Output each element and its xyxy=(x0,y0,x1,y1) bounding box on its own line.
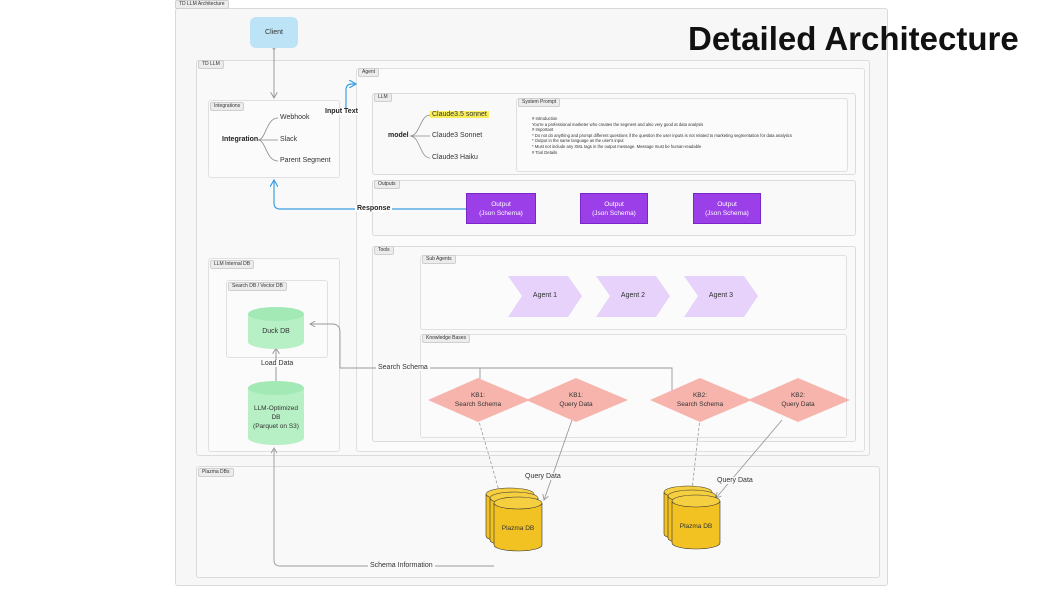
plazma-db-stack-1 xyxy=(485,487,543,552)
output-2-line1: Output xyxy=(604,200,624,208)
output-node-2: Output(Json Schema) xyxy=(580,193,648,224)
output-node-1: Output(Json Schema) xyxy=(466,193,536,224)
kb2-query-data-line1: KB2: xyxy=(790,392,806,399)
tools-frame-label: Tools xyxy=(374,246,394,255)
integrations-frame xyxy=(208,100,340,178)
llm-frame-label: LLM xyxy=(374,93,392,102)
output-node-3: Output(Json Schema) xyxy=(693,193,761,224)
system-prompt-line: * Output in the same language as the use… xyxy=(532,138,624,144)
system-prompt-line: You're a professional marketer who creat… xyxy=(532,121,704,127)
llm-db-line1: LLM-Optimized xyxy=(253,405,299,412)
outer-frame-label: TD LLM Architecture xyxy=(175,0,229,9)
integration-webhook-label: Webhook xyxy=(280,114,310,121)
kb1-query-data-shape xyxy=(526,378,628,422)
schema-information-label: Schema Information xyxy=(368,562,435,569)
outputs-frame-label: Outputs xyxy=(374,180,400,189)
integration-root-label: Integration xyxy=(222,136,259,143)
kb1-search-schema-label: KB1: Search Schema xyxy=(438,391,518,409)
llm-internal-db-frame-label: LLM Internal DB xyxy=(210,260,255,269)
model-claude3-sonnet-label: Claude3 Sonnet xyxy=(432,132,483,139)
duck-db-cylinder xyxy=(248,307,304,349)
agent-frame-label: Agent xyxy=(358,68,380,77)
search-db-frame-label: Search DB / Vector DB xyxy=(228,282,287,291)
integrations-frame-label: Integrations xyxy=(210,102,245,111)
query-data-label-2: Query Data xyxy=(716,477,754,484)
model-branch-lines xyxy=(409,114,431,159)
system-prompt-line: * Do not do anything and prompt differen… xyxy=(532,132,792,138)
knowledge-bases-frame-label: Knowledge Bases xyxy=(422,334,471,343)
integration-branch-lines xyxy=(257,117,279,162)
agent-1-shape xyxy=(508,276,582,317)
output-3-line2: (Json Schema) xyxy=(705,209,749,217)
agent-3-shape xyxy=(684,276,758,317)
query-data-connector-2 xyxy=(716,419,783,498)
model-claude35-sonnet-text: Claude3.5 sonnet xyxy=(430,111,489,118)
client-node: Client xyxy=(250,17,298,48)
kb2-query-data-label: KB2: Query Data xyxy=(758,391,838,409)
search-schema-connector xyxy=(310,324,673,392)
kb2-search-schema-label: KB2: Search Schema xyxy=(660,391,740,409)
kb1-plazma-dashed-link xyxy=(477,417,501,495)
model-claude3-haiku-label: Claude3 Haiku xyxy=(432,154,478,161)
agent-1-label: Agent 1 xyxy=(532,292,558,299)
kb1-query-data-line1: KB1: xyxy=(568,392,584,399)
output-2-line2: (Json Schema) xyxy=(592,209,636,217)
kb2-query-data-shape xyxy=(748,378,850,422)
llm-db-line3: (Parquet on S3) xyxy=(253,423,299,430)
output-3-line1: Output xyxy=(717,200,737,208)
model-root-label: model xyxy=(388,132,409,139)
output-1-line2: (Json Schema) xyxy=(479,209,523,217)
kb1-query-data-label: KB1: Query Data xyxy=(536,391,616,409)
page-title: Detailed Architecture xyxy=(688,20,1019,57)
integration-parent-segment-label: Parent Segment xyxy=(280,157,331,164)
system-prompt-line: # Tool Details xyxy=(532,149,558,155)
plazma-db-stack-2 xyxy=(663,485,721,550)
search-schema-label: Search Schema xyxy=(376,364,430,371)
output-1-line1: Output xyxy=(491,200,511,208)
agent-2-shape xyxy=(596,276,670,317)
plazma-dbs-frame-label: Plazma DBs xyxy=(198,468,234,477)
schema-information-connector xyxy=(274,448,494,567)
load-data-label: Load Data xyxy=(260,360,295,367)
llm-db-label: LLM-Optimized DB (Parquet on S3) xyxy=(248,404,304,431)
sub-agents-frame-label: Sub Agents xyxy=(422,255,456,264)
system-prompt-frame-label: System Prompt xyxy=(518,98,561,107)
query-data-connector-1 xyxy=(544,419,573,500)
kb2-query-data-line2: Query Data xyxy=(781,401,815,408)
llm-db-cylinder xyxy=(248,381,304,445)
system-prompt-line: # Introduction xyxy=(532,116,558,121)
kb2-search-schema-line1: KB2: xyxy=(692,392,708,399)
kb1-search-schema-line2: Search Schema xyxy=(454,401,502,408)
input-text-label: Input Text xyxy=(324,108,359,115)
response-label: Response xyxy=(355,205,393,212)
model-claude35-sonnet-label: Claude3.5 sonnet xyxy=(430,111,489,118)
plazma-db-label-1: Plazma DB xyxy=(501,525,535,532)
kb1-search-schema-line1: KB1: xyxy=(470,392,486,399)
kb2-search-schema-line2: Search Schema xyxy=(676,401,724,408)
kb1-search-schema-shape xyxy=(428,378,530,422)
system-prompt-text: # Introduction You're a professional mar… xyxy=(532,116,792,155)
kb2-plazma-dashed-link xyxy=(691,417,701,491)
kb1-query-data-line2: Query Data xyxy=(559,401,593,408)
query-data-label-1: Query Data xyxy=(524,473,562,480)
system-prompt-line: * Must not include any XML tags in the o… xyxy=(532,143,702,149)
plazma-db-label-2: Plazma DB xyxy=(679,523,713,530)
agent-2-label: Agent 2 xyxy=(620,292,646,299)
agent-3-label: Agent 3 xyxy=(708,292,734,299)
duck-db-label: Duck DB xyxy=(262,328,290,335)
system-prompt-frame xyxy=(516,98,848,172)
kb2-search-schema-shape xyxy=(650,378,752,422)
integration-slack-label: Slack xyxy=(280,136,298,143)
response-connector xyxy=(274,180,466,210)
llm-db-line2: DB xyxy=(271,414,281,421)
system-prompt-line: # Important xyxy=(532,127,554,133)
td-llm-frame-label: TD LLM xyxy=(198,60,224,69)
